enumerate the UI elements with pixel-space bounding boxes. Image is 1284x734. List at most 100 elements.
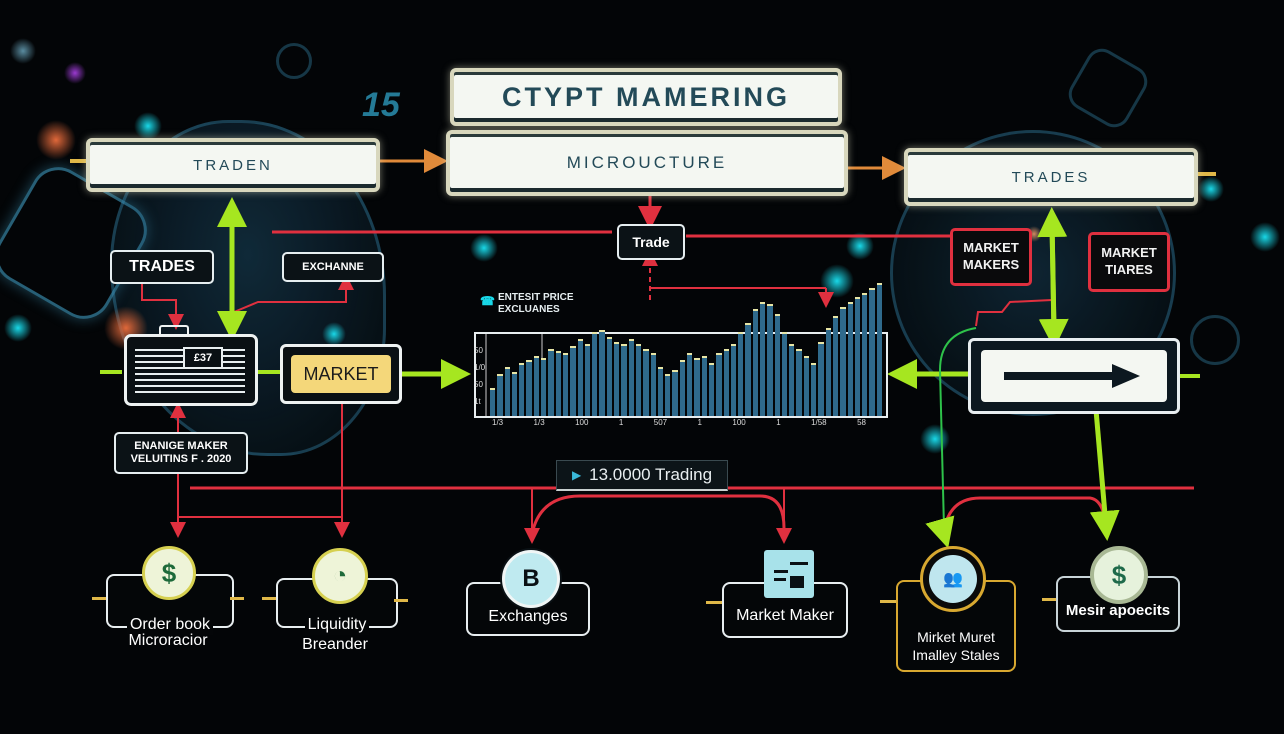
- trades-box[interactable]: TRADES: [904, 148, 1198, 206]
- subtitle-text: MICROUCTURE: [566, 153, 728, 172]
- connector-stub: [394, 599, 408, 602]
- connector-stub: [92, 597, 106, 600]
- market-label: MARKET: [303, 363, 379, 384]
- node-order-book-sub: Microracior: [128, 632, 208, 649]
- arrow-right-icon: [1004, 364, 1140, 388]
- document-chart-icon: [764, 550, 814, 598]
- chart-bar: [657, 367, 664, 416]
- chart-bar: [767, 304, 773, 416]
- trades-tag[interactable]: TRADES: [110, 250, 214, 284]
- exchange-tag[interactable]: EXCHANNE: [282, 252, 384, 282]
- chart-bar: [621, 344, 627, 416]
- info-tag: ENANIGE MAKER VELUITINS F . 2020: [114, 432, 248, 474]
- chart-bar: [599, 330, 605, 416]
- dollar-icon: $: [142, 546, 196, 600]
- chart-bar: [562, 353, 569, 416]
- trading-banner-label: 13.0000 Trading: [589, 465, 713, 484]
- background-node-right: [1190, 315, 1240, 365]
- connector-stub: [262, 597, 276, 600]
- chart-bar: [592, 332, 598, 416]
- decor-number: 15: [362, 86, 400, 124]
- chart-bar: [759, 302, 766, 416]
- market-makers-tag[interactable]: MARKET MAKERS: [950, 228, 1032, 286]
- chart-bar: [533, 355, 540, 416]
- chart-bar: [730, 344, 737, 416]
- chart-bar: [614, 341, 620, 416]
- ledger-amount: £37: [183, 347, 223, 369]
- info-tag-line1: ENANIGE MAKER: [134, 440, 228, 453]
- chart-bar: [862, 292, 868, 416]
- page-title-text: CTYPT MAMERING: [502, 81, 790, 112]
- chart-bar: [665, 374, 671, 416]
- chart-legend: ☎ ENTESIT PRICE EXCLUANES: [480, 292, 574, 316]
- trading-banner[interactable]: ▶ 13.0000 Trading: [556, 460, 728, 491]
- play-triangle-icon: ▶: [571, 468, 582, 482]
- ledger-handle: [159, 325, 189, 336]
- ledger-icon[interactable]: £37: [124, 325, 258, 406]
- dollar-icon: $: [1090, 546, 1148, 604]
- chart-bar: [774, 313, 780, 416]
- chart-legend-line2: EXCLUANES: [498, 304, 560, 315]
- trades-label: TRADES: [1011, 168, 1091, 186]
- node-market-maker[interactable]: Market Maker: [722, 582, 848, 638]
- chart-bar: [854, 297, 861, 416]
- direction-sign[interactable]: [968, 338, 1180, 414]
- chart-bar: [716, 353, 722, 416]
- trade-tag-label: Trade: [632, 233, 670, 250]
- chart-bar: [577, 339, 583, 416]
- chart-bar: [548, 348, 554, 416]
- chart-bar: [876, 283, 883, 416]
- glow-dot: [4, 314, 32, 342]
- glow-dot: [920, 424, 950, 454]
- traden-box[interactable]: TRADEN: [86, 138, 380, 192]
- ledger-amount-text: £37: [193, 352, 213, 364]
- chart-bar: [519, 362, 525, 416]
- chart-bar: [818, 341, 824, 416]
- chart-bar: [679, 360, 686, 416]
- market-tiares-tag[interactable]: MARKET TIARES: [1088, 232, 1170, 292]
- glow-dot: [1250, 222, 1280, 252]
- chart-bar: [555, 351, 561, 416]
- y-axis-labels: 50 1/0 50 1t: [474, 346, 486, 406]
- chart-bar: [745, 323, 751, 416]
- price-chart[interactable]: 50 1/0 50 1t 1/3 1/3 100 1 507 1 100 1 1…: [474, 283, 888, 427]
- connector-stub: [1042, 598, 1056, 601]
- chart-bar: [511, 372, 518, 416]
- glow-dot: [134, 112, 162, 140]
- people-icon: 👥: [920, 546, 986, 612]
- direction-sign-face: [981, 350, 1167, 402]
- chart-bar: [789, 344, 795, 416]
- background-node-top: [276, 43, 312, 79]
- bitcoin-icon: B: [502, 550, 560, 608]
- traden-label: TRADEN: [193, 156, 273, 174]
- chart-bar: [570, 346, 576, 416]
- chart-legend-line1: ENTESIT PRICE: [498, 292, 574, 303]
- chart-bar: [869, 288, 875, 416]
- chart-bar: [635, 344, 642, 416]
- glow-dot: [10, 38, 36, 64]
- chart-bar: [694, 358, 700, 416]
- x-axis-labels: 1/3 1/3 100 1 507 1 100 1 1/58 58: [492, 418, 866, 427]
- market-box[interactable]: MARKET: [280, 344, 402, 404]
- chart-bar: [738, 332, 744, 416]
- trade-tag[interactable]: Trade: [617, 224, 685, 260]
- info-tag-line2: VELUITINS F . 2020: [130, 453, 232, 465]
- chart-bar: [796, 348, 802, 416]
- chart-bar: [504, 367, 510, 416]
- chart-bar: [643, 348, 649, 416]
- connector-stub: [230, 597, 244, 600]
- chart-bar: [752, 309, 758, 416]
- chart-bar: [811, 362, 817, 416]
- chart-bar: [490, 388, 496, 416]
- chart-bar: [672, 369, 678, 416]
- chart-bars: [490, 274, 883, 416]
- chart-bar: [497, 374, 503, 416]
- node-liquidity-sub: Breander: [302, 636, 368, 653]
- phone-icon: ☎: [480, 294, 495, 308]
- chart-bar: [650, 353, 656, 416]
- chart-bar: [825, 327, 831, 416]
- chart-bar: [840, 306, 846, 416]
- trades-tag-label: TRADES: [129, 257, 195, 275]
- chart-bar: [606, 337, 613, 416]
- chart-bar: [701, 355, 707, 416]
